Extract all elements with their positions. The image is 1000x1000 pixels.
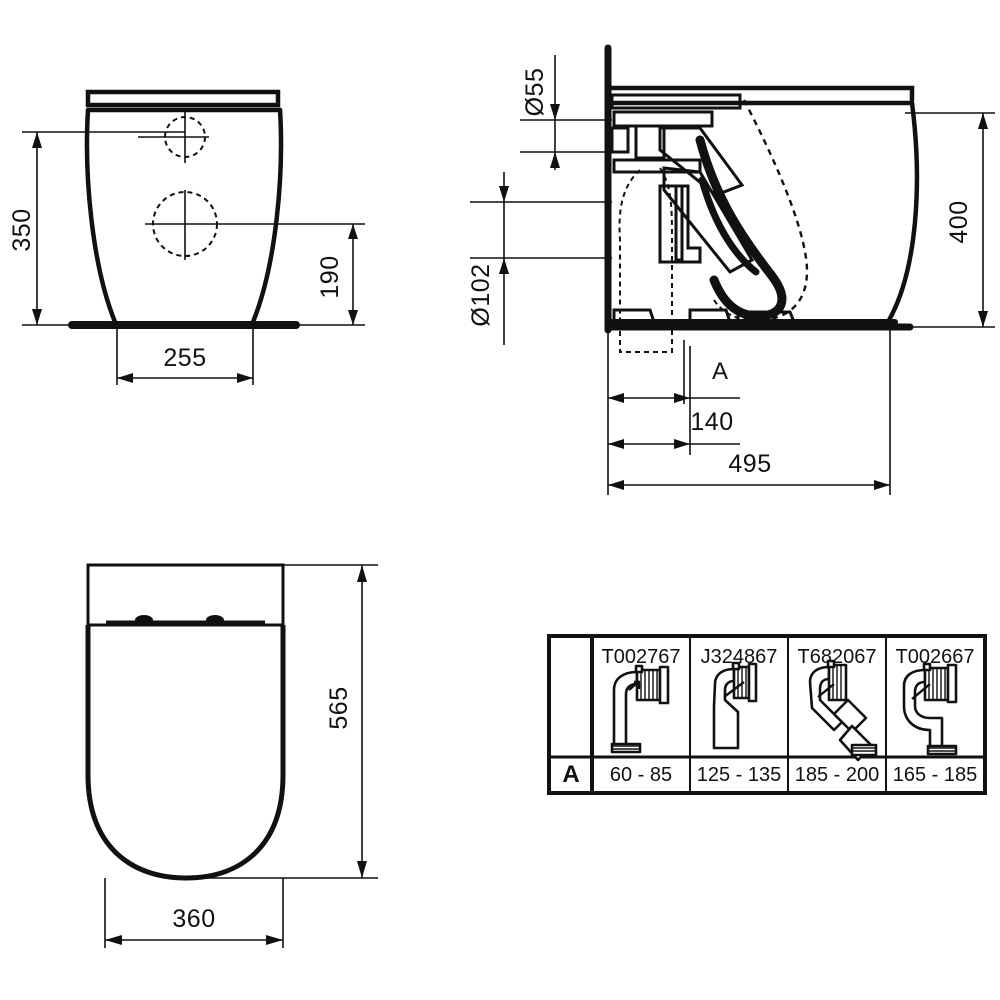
connector-table: A T002767 60 - 85 J324867 [547,634,987,795]
dim-565-text: 565 [325,686,353,729]
dim-140-arrow-upper-left [608,393,624,403]
plan-bowl-outline [85,625,286,881]
side-rim-top-band [610,93,742,110]
dim-400: 400 [905,112,995,328]
connector-angled-icon [808,659,878,762]
side-trap-inner [698,176,760,276]
side-wall-bracket [610,126,630,154]
dim-565-arrow-bottom [357,861,367,878]
side-section-view: Ø55 Ø102 400 [467,44,995,495]
side-waste-right-dashed [659,167,673,322]
dim-255-arrow-right [237,373,253,383]
table-code-2: J324867 [701,646,778,668]
table-code-3: T682067 [798,646,877,668]
dim-400-arrow-top [978,113,988,129]
dim-495: 495 [607,330,891,495]
dim-350-arrow-top [32,132,42,148]
plan-hinge-right [206,615,224,625]
plan-view: 565 360 [85,563,378,948]
dim-190-text: 190 [316,255,344,298]
dim-360: 360 [104,878,284,948]
front-elevation-view: 350 190 255 [8,89,365,385]
dim-360-text: 360 [172,905,215,933]
dim-495-arrow-right [874,480,890,490]
side-inner-panel [658,184,702,264]
dim-140: 140 [607,330,740,455]
side-foot-left [612,308,657,324]
table-range-4: 165 - 185 [893,764,978,786]
table-key-label: A [562,761,579,788]
connector-straight-bellows-icon [610,664,670,754]
dim-190-arrow-bottom [348,310,358,325]
side-waste-left-dashed [618,169,641,322]
dim-255-text: 255 [163,344,206,372]
dim-102-arrow-top [499,186,509,202]
side-waste-stub-dashed [619,322,673,353]
side-inlet-stub [634,124,666,160]
dim-495-arrow-left [608,480,624,490]
connector-s-bellows-icon [902,662,958,756]
dim-55-text: Ø55 [521,68,549,117]
table-code-4: T002667 [896,646,975,668]
dim-190: 190 [228,223,365,326]
dim-dia-55: Ø55 [520,55,612,170]
dim-360-arrow-right [266,935,283,945]
dim-dia-102: Ø102 [467,172,612,345]
front-lid-outline [85,89,281,108]
side-rim-second-band [612,110,714,128]
table-range-2: 125 - 135 [697,764,782,786]
dim-140-arrow-upper-right [674,393,690,403]
front-body-right-profile [250,107,284,325]
callout-a-label: A [712,358,728,385]
side-lid-top [607,85,915,103]
dim-565-arrow-top [357,565,367,582]
dim-140-arrow-right [674,439,690,449]
dim-102-text: Ø102 [467,263,495,326]
table-code-1: T002767 [602,646,681,668]
dim-350-arrow-bottom [32,309,42,325]
table-range-1: 60 - 85 [610,764,672,786]
dim-55-arrow-top [550,104,560,120]
dim-400-text: 400 [945,200,973,243]
dim-360-arrow-left [105,935,122,945]
table-range-3: 185 - 200 [795,764,880,786]
dim-255-arrow-left [117,373,133,383]
dim-140-text: 140 [690,408,733,436]
dim-350: 350 [8,132,42,325]
side-flush-channel [658,126,745,197]
callout-a-group: A [683,340,728,404]
dim-140-arrow-left [608,439,624,449]
dim-400-arrow-bottom [978,311,988,327]
dim-55-arrow-bottom [550,152,560,168]
plan-cistern-rect [86,563,285,627]
front-body-left-profile [84,107,118,325]
side-foot-right [736,310,797,324]
dim-350-text: 350 [8,208,36,251]
connector-offset-icon [712,661,758,750]
dim-495-text: 495 [728,450,771,478]
side-inner-rib [674,184,684,262]
side-body-right-profile [885,100,920,325]
table-outer-border [547,634,987,795]
dim-102-arrow-bottom [499,258,509,274]
side-trap-curve [695,135,787,321]
dim-565: 565 [88,564,378,879]
dim-190-arrow-top [348,224,358,239]
side-foot-mid [688,308,733,324]
dim-255: 255 [116,325,254,385]
plan-hinge-left [135,615,153,625]
